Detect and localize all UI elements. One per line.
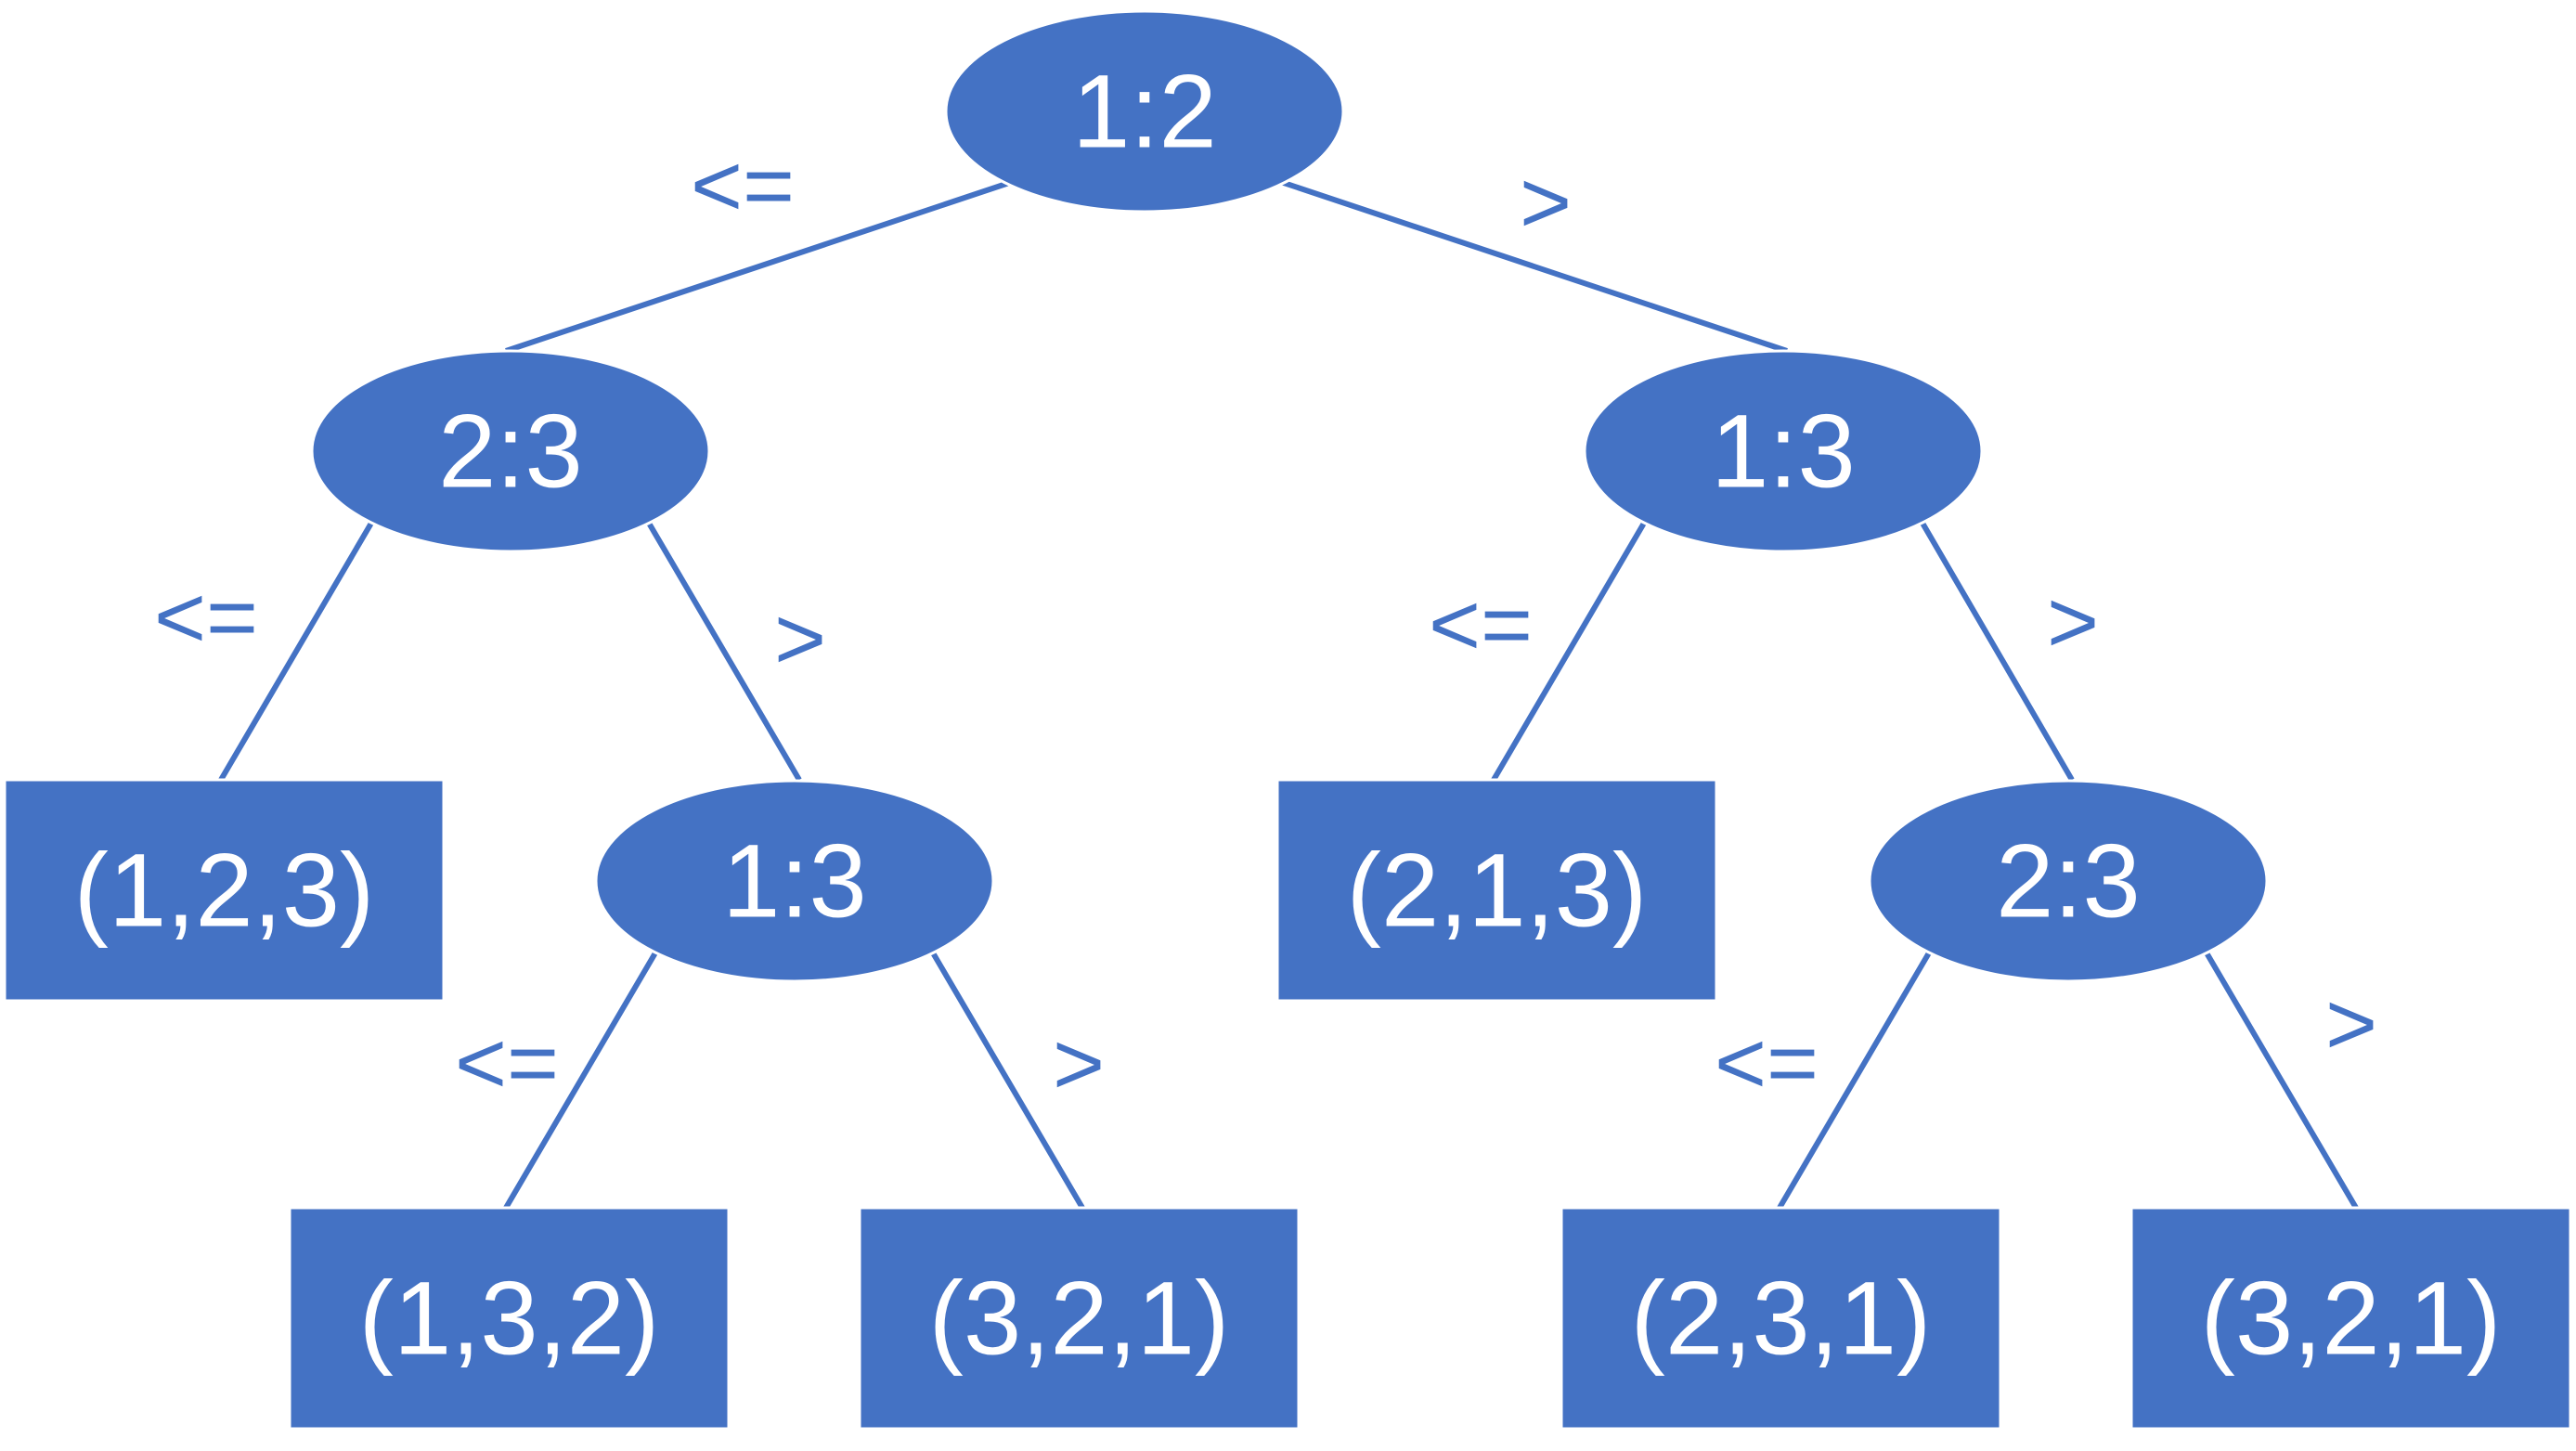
edge-root-to-r [1280, 179, 1788, 354]
edge-lr-to-lrl [503, 948, 660, 1210]
leaf-node-rrl: (2,3,1) [1560, 1206, 2002, 1431]
edge-label-less-or-equal: <= [691, 136, 795, 236]
decision-node-r: 1:3 [1583, 349, 1984, 553]
leaf-node-rrr: (3,2,1) [2129, 1206, 2572, 1431]
decision-node-rr: 2:3 [1868, 779, 2269, 983]
edge-label-less-or-equal: <= [455, 1014, 559, 1113]
edge-label-greater: > [2325, 975, 2377, 1074]
decision-label: 2:3 [1996, 823, 2141, 939]
edge-lr-to-lrr [928, 948, 1085, 1210]
edge-l-to-lr [644, 518, 802, 782]
decision-ellipse [1583, 349, 1984, 553]
leaf-rectangle [1560, 1206, 2002, 1431]
decision-node-lr: 1:3 [594, 779, 995, 983]
leaf-label: (3,2,1) [2201, 1261, 2502, 1377]
edges-layer [218, 179, 2359, 1210]
edge-label-greater: > [2047, 573, 2099, 672]
edge-r-to-rr [1918, 518, 2075, 782]
edge-r-to-rl [1491, 518, 1649, 782]
leaf-node-ll: (1,2,3) [3, 778, 446, 1003]
edge-l-to-ll [218, 518, 376, 782]
leaf-label: (2,1,3) [1347, 833, 1648, 949]
leaf-rectangle [1275, 778, 1718, 1003]
edge-root-to-l [505, 179, 1013, 354]
decision-node-l: 2:3 [310, 349, 711, 553]
edge-label-greater: > [774, 589, 826, 689]
edge-rr-to-rrl [1777, 948, 1934, 1210]
edge-rr-to-rrr [2202, 948, 2359, 1210]
decision-ellipse [944, 9, 1345, 214]
leaf-rectangle [2129, 1206, 2572, 1431]
edge-label-less-or-equal: <= [154, 568, 258, 667]
leaf-label: (3,2,1) [929, 1261, 1230, 1377]
edge-labels-layer: <= > <= > <= > <= > <= > [154, 136, 2377, 1114]
leaf-node-lrr: (3,2,1) [858, 1206, 1301, 1431]
decision-ellipse [310, 349, 711, 553]
leaf-rectangle [288, 1206, 731, 1431]
decision-ellipse [594, 779, 995, 983]
edge-label-less-or-equal: <= [1429, 576, 1533, 675]
leaf-node-rl: (2,1,3) [1275, 778, 1718, 1003]
leaf-label: (1,2,3) [74, 833, 375, 949]
leaf-label: (1,3,2) [359, 1261, 660, 1377]
leaf-node-lrl: (1,3,2) [288, 1206, 731, 1431]
decision-label: 1:2 [1072, 54, 1217, 170]
decision-label: 2:3 [438, 394, 583, 510]
nodes-layer: 1:2 2:3 1:3 1:3 2:3 (1,2,3) (1,3,2) (3,2,1) (2,1… [3, 9, 2572, 1431]
decision-label: 1:3 [1711, 394, 1856, 510]
edge-label-greater: > [1520, 153, 1572, 253]
leaf-label: (2,3,1) [1631, 1261, 1932, 1377]
decision-ellipse [1868, 779, 2269, 983]
leaf-rectangle [3, 778, 446, 1003]
edge-label-less-or-equal: <= [1715, 1014, 1819, 1113]
decision-label: 1:3 [722, 823, 867, 939]
decision-node-root: 1:2 [944, 9, 1345, 214]
edge-label-greater: > [1053, 1015, 1105, 1114]
leaf-rectangle [858, 1206, 1301, 1431]
